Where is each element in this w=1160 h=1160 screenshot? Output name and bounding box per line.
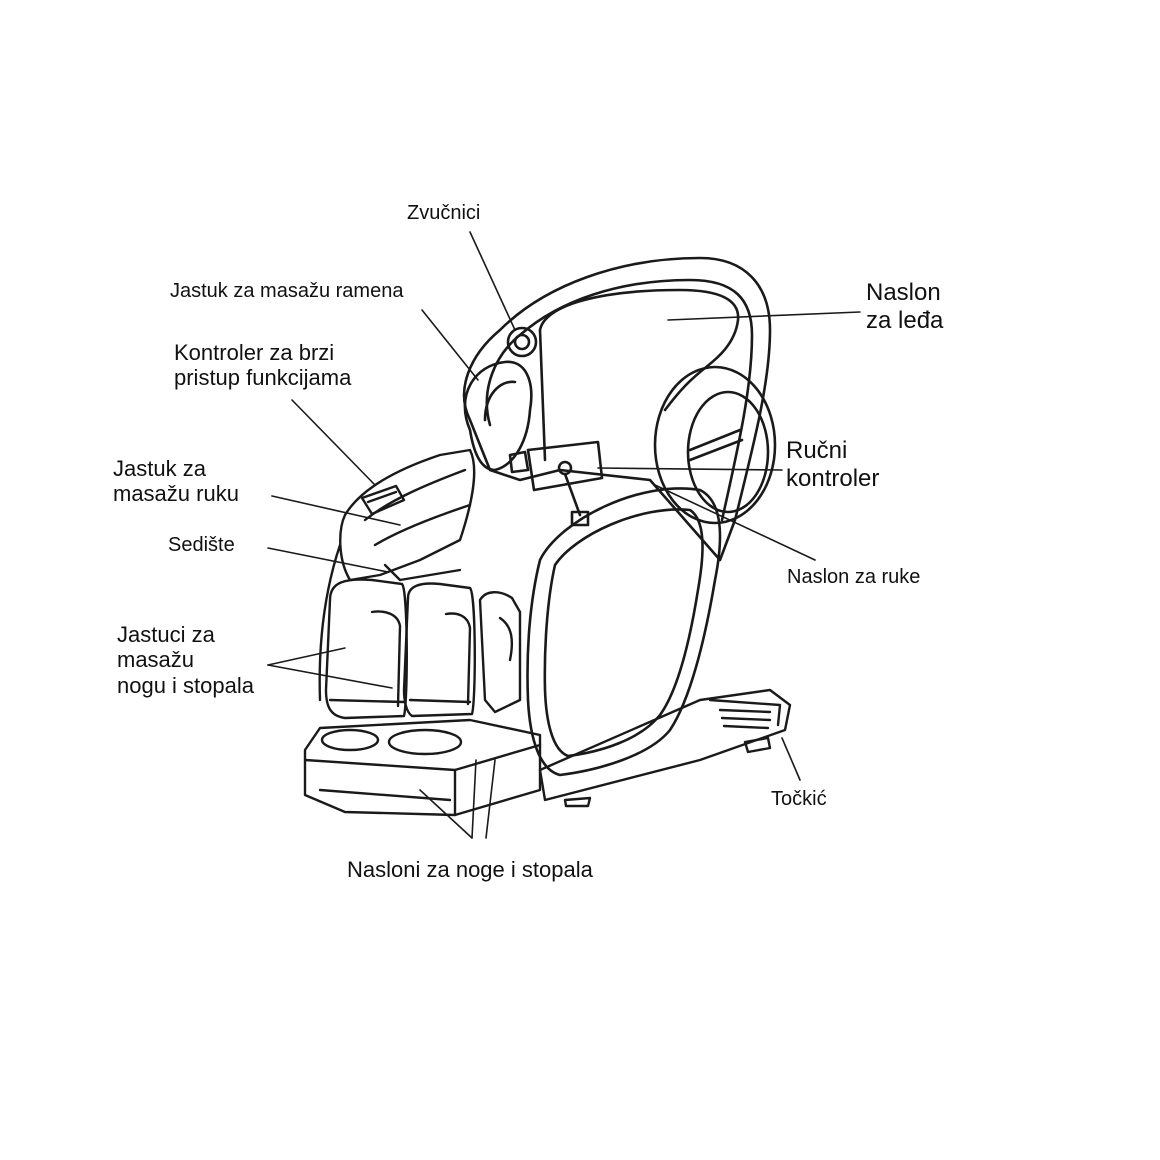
leader-nasloni-noge-2 <box>471 759 477 839</box>
leader-zvucnici <box>469 231 516 331</box>
label-wheel: Točkić <box>771 788 827 810</box>
label-armrest: Naslon za ruke <box>787 566 921 588</box>
label-hand-controller: Ručni kontroler <box>786 437 880 492</box>
leader-kontroler-brzi <box>291 399 376 486</box>
leader-nasloni-noge-3 <box>485 759 496 839</box>
leader-jastuci-nogu-1 <box>267 647 346 666</box>
leader-lines <box>267 231 861 839</box>
label-shoulder-pad: Jastuk za masažu ramena <box>170 280 404 302</box>
right-armrest-shape <box>508 365 777 777</box>
left-armrest-shape <box>318 448 476 702</box>
label-arm-pad: Jastuk za masažu ruku <box>113 456 239 507</box>
leader-naslon-ruke <box>654 484 816 561</box>
leader-jastuk-ruku <box>271 495 401 526</box>
leg-pads-shape <box>324 578 522 720</box>
leader-tockic <box>781 737 801 781</box>
leader-sediste <box>267 547 389 573</box>
leader-nasloni-noge-1 <box>419 789 473 839</box>
label-backrest: Naslon za leđa <box>866 279 944 334</box>
backrest-shape <box>462 256 772 562</box>
leader-jastuk-ramena <box>421 309 479 381</box>
label-speakers: Zvučnici <box>407 202 481 224</box>
label-seat: Sedište <box>168 534 235 556</box>
label-leg-pads: Jastuci za masažu nogu i stopala <box>117 622 254 698</box>
label-quick-controller: Kontroler za brzi pristup funkcijama <box>174 340 352 391</box>
base-shape <box>303 688 792 817</box>
label-foot-rests: Nasloni za noge i stopala <box>347 857 593 882</box>
leader-rucni-kontroler <box>597 467 783 471</box>
leader-naslon-leda <box>667 311 861 321</box>
leader-jastuci-nogu-2 <box>267 664 393 689</box>
